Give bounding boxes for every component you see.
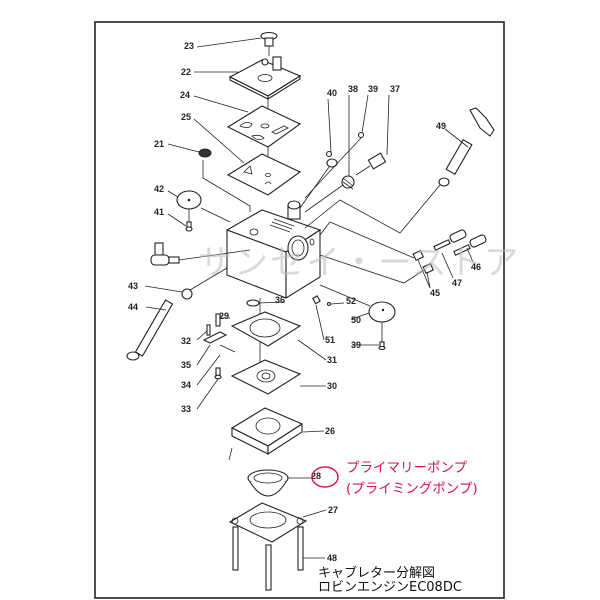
part-39-lower-screw [378,341,386,351]
part-label-51: 51 [325,335,335,345]
part-44-shaft [126,299,174,361]
part-label-23: 23 [184,41,194,51]
part-label-38: 38 [348,84,358,94]
part-label-47: 47 [452,278,462,288]
diagram-title-line2: ロビンエンジンEC08DC [318,580,462,595]
watermark: サンセイ・ーストア [198,243,520,283]
part-30-diaphragm [230,359,302,395]
part-label-36: 36 [275,295,285,305]
part-42-disc [176,190,231,223]
part-49-throttle-lever [304,107,495,234]
part-label-29: 29 [219,311,229,321]
part-39-screw [357,131,365,139]
part-48-screws [232,526,304,591]
part-label-39: 39 [351,340,361,350]
part-31-gasket [230,311,302,347]
part-label-27: 27 [328,505,338,515]
fuel-elbow-fitting [150,242,251,266]
part-36-screen [246,299,260,307]
part-label-21: 21 [154,139,164,149]
part-22-pump-cover [228,56,302,100]
carburetor-body [225,200,322,299]
part-label-37: 37 [390,84,400,94]
part-label-39: 39 [368,84,378,94]
part-25-gasket [226,153,302,196]
part-label-52: 52 [346,296,356,306]
part-label-41: 41 [154,207,164,217]
part-label-45: 45 [430,288,440,298]
part-label-40: 40 [327,88,337,98]
part-label-30: 30 [327,381,337,391]
part-label-28: 28 [311,471,321,481]
part-label-35: 35 [181,360,191,370]
part-23-screw [260,31,278,56]
part-29-32-33-34-35-lever-set [202,313,236,380]
part-40-clip [325,150,338,168]
part-label-32: 32 [181,336,191,346]
part-label-33: 33 [181,404,191,414]
part-label-26: 26 [325,426,335,436]
part-label-34: 34 [181,380,191,390]
callout-circle-28 [311,466,339,488]
part-21-plug [198,148,251,212]
part-41-screw [185,221,193,232]
part-label-44: 44 [128,302,138,312]
part-51-spring [312,295,321,305]
part-label-48: 48 [327,553,337,563]
part-50-disc [319,284,396,342]
part-label-25: 25 [181,112,191,122]
part-label-42: 42 [154,184,164,194]
leader-lines [144,37,474,559]
part-27-cover-plate [228,502,308,543]
part-label-49: 49 [436,121,446,131]
part-37-needle [355,152,387,176]
part-labels: 23 22 24 25 21 42 41 43 44 40 38 39 37 49 46 47 45 36 52 29… [128,41,481,563]
part-43-ring [181,267,228,300]
part-45-46-47-idle-needles [319,221,487,284]
part-38-spring [341,175,355,190]
part-24-diaphragm [226,105,302,148]
part-52-ball [326,301,332,307]
part-label-22: 22 [181,67,191,77]
part-26-pump-body [228,407,304,461]
callout-line1: プライマリーポンプ [346,460,468,476]
part-label-50: 50 [351,315,361,325]
callout-line2: (プライミングポンプ) [346,481,478,497]
diagram-frame [94,21,505,599]
diagram-title-line1: キャブレター分解図 [318,565,435,581]
part-label-31: 31 [327,355,337,365]
part-label-46: 46 [471,262,481,272]
part-28-primer-bulb [247,469,289,497]
part-label-43: 43 [128,281,138,291]
part-label-24: 24 [180,90,190,100]
